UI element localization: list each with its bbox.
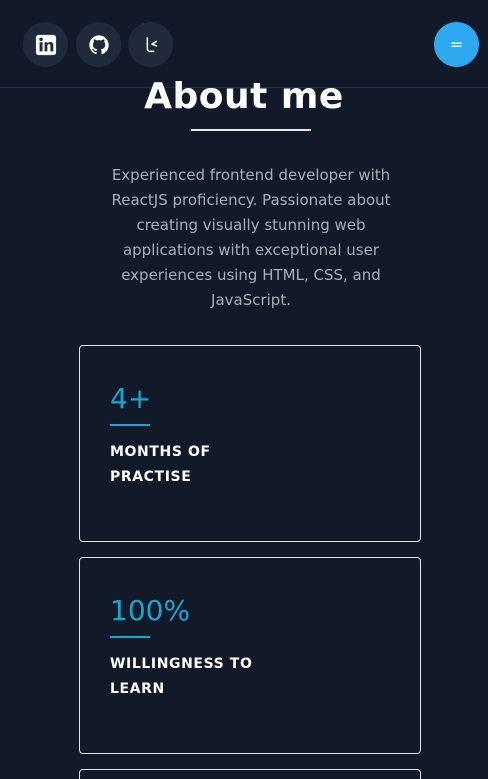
- stat-value: 100%: [110, 594, 191, 627]
- page-title: About me: [144, 76, 344, 117]
- stat-label: Months of practise: [110, 444, 211, 485]
- top-navigation: =: [0, 0, 488, 88]
- intro-paragraph: Experienced frontend developer with Reac…: [111, 166, 391, 309]
- linkedin-link[interactable]: [23, 22, 68, 67]
- stat-card-months: 4+ Months of practise: [79, 345, 421, 542]
- stat-card-willingness: 100% Willingness to learn: [79, 557, 421, 754]
- menu-button[interactable]: =: [434, 22, 479, 67]
- stat-value: 4+: [110, 382, 152, 415]
- leetcode-link[interactable]: [128, 22, 173, 67]
- stat-card-next: [79, 769, 421, 779]
- stat-underline: [110, 636, 150, 638]
- github-link[interactable]: [76, 22, 121, 67]
- linkedin-icon: [35, 34, 56, 55]
- stat-underline: [110, 424, 150, 426]
- stat-label: Willingness to learn: [110, 656, 253, 697]
- title-underline: [191, 129, 311, 131]
- leetcode-icon: [146, 36, 157, 52]
- github-icon: [88, 34, 109, 54]
